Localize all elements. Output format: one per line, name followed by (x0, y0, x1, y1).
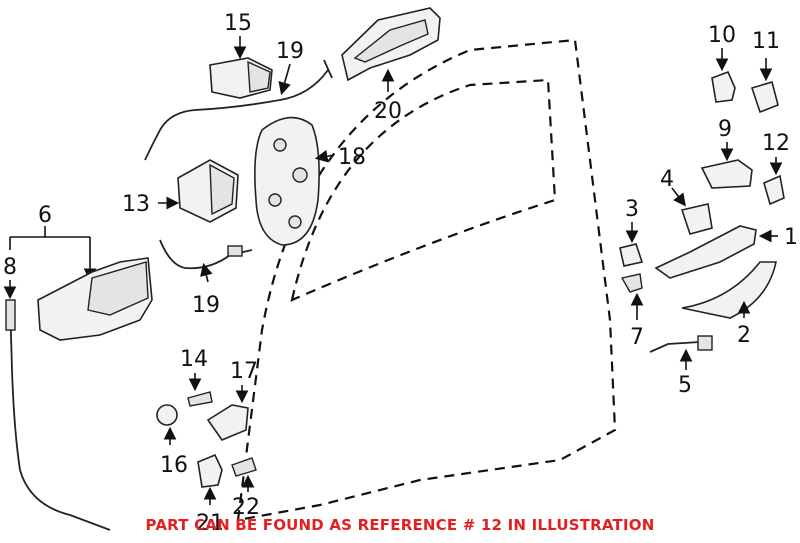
part-19-cable-lower (159, 239, 253, 283)
callout-19-top: 19 (276, 39, 304, 64)
part-7-screw (620, 273, 644, 320)
reference-footnote: PART CAN BE FOUND AS REFERENCE # 12 IN I… (145, 516, 655, 534)
part-15-bracket (209, 36, 273, 99)
callout-1: 1 (784, 225, 798, 250)
part-6-latch (9, 226, 153, 341)
part-2-handle-gasket (681, 261, 777, 319)
part-13-actuator (158, 159, 239, 223)
callout-15: 15 (224, 11, 252, 36)
callout-18: 18 (338, 145, 366, 170)
callout-6: 6 (38, 203, 52, 228)
callout-13: 13 (122, 192, 150, 217)
part-17-bracket (206, 385, 249, 441)
callout-7: 7 (630, 325, 644, 350)
callout-12: 12 (762, 131, 790, 156)
callout-3: 3 (625, 197, 639, 222)
callout-22: 22 (232, 495, 260, 520)
callout-9: 9 (718, 117, 732, 142)
part-21-striker (197, 453, 223, 505)
part-4-pad (671, 187, 713, 235)
callout-14: 14 (180, 347, 208, 372)
part-14-bolt (187, 373, 213, 407)
part-1-outer-handle (654, 225, 778, 279)
callout-21: 21 (196, 511, 224, 536)
part-20-inner-handle (341, 7, 441, 92)
callout-16: 16 (160, 453, 188, 478)
callout-11: 11 (752, 29, 780, 54)
callout-10: 10 (708, 23, 736, 48)
callout-20: 20 (374, 99, 402, 124)
part-22-screw (231, 457, 257, 492)
part-5-wire (649, 335, 713, 370)
part-11-cap (750, 58, 779, 114)
part-19-cable-top (144, 59, 333, 161)
part-12-cap (763, 157, 785, 206)
callout-17: 17 (230, 359, 258, 384)
callout-8: 8 (3, 255, 17, 280)
part-8-rod (3, 280, 111, 531)
callout-4: 4 (660, 167, 674, 192)
part-18-cover-plate (254, 116, 335, 246)
callout-19-lower: 19 (192, 293, 220, 318)
part-3-cover (619, 222, 644, 267)
door-outline (236, 38, 617, 522)
part-9-lock-cylinder (700, 142, 753, 189)
callout-5: 5 (678, 373, 692, 398)
part-10-cap (711, 48, 736, 103)
part-16-plug (156, 404, 178, 445)
callout-2: 2 (737, 323, 751, 348)
